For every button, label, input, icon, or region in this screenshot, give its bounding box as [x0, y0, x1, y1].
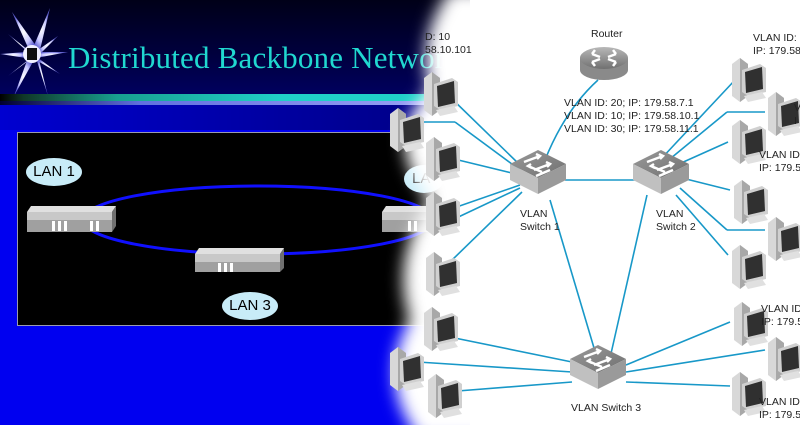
- link-host: [675, 194, 729, 256]
- link-host: [625, 321, 731, 366]
- host-pc-icon: [390, 108, 424, 152]
- link-host: [439, 334, 573, 363]
- host-label-vlan: VLAN ID:: [761, 303, 800, 315]
- host-label-vlan: VLAN ID: 1: [759, 396, 800, 408]
- link-host: [444, 381, 573, 393]
- link-host: [451, 187, 521, 221]
- link-host: [417, 361, 573, 373]
- host-label-ip: IP: 179.58.: [759, 162, 800, 174]
- link-host: [449, 191, 523, 263]
- link-host: [447, 94, 521, 166]
- router-label: Router: [591, 28, 623, 40]
- vlan-links: [417, 79, 766, 393]
- host-label-ip: IP: 179.58.: [759, 409, 800, 421]
- lan-3-label: LAN 3: [222, 292, 278, 320]
- switch-3-label: VLAN Switch 3: [571, 402, 642, 414]
- router-interface-3: VLAN ID: 30; IP: 179.58.11.1: [564, 123, 699, 135]
- link-host: [679, 187, 728, 231]
- backbone-switch-lan1: [27, 206, 116, 232]
- link-host: [659, 79, 736, 161]
- link-host: [625, 381, 731, 387]
- header-rule-lavender: [0, 101, 470, 105]
- link-host: [447, 184, 521, 211]
- host-label-vlan: VLAN ID: 3: [759, 149, 800, 161]
- link-host: [681, 177, 731, 191]
- starburst-logo-icon: [0, 8, 68, 96]
- host-label-ip: IP: 179.58.1: [753, 45, 800, 57]
- switch-2-label-line2: Switch 2: [656, 221, 696, 233]
- slide-panel: Distributed Backbone Network LAN 1 LAN 3: [0, 0, 470, 326]
- host-label-ip: 58.10.101: [425, 44, 472, 56]
- host-label-vlan: D: 10: [425, 31, 451, 43]
- link-switch2-switch3: [609, 194, 648, 359]
- host-label-ip: IP: 179.58: [761, 316, 800, 328]
- lan-1-label: LAN 1: [26, 158, 82, 186]
- router-interface-2: VLAN ID: 10; IP: 179.58.10.1: [564, 110, 700, 122]
- host-label-vlan: V: [794, 102, 800, 114]
- host-label-ip: I: [794, 115, 797, 127]
- switch-2-label-line1: VLAN: [656, 208, 684, 220]
- link-host: [664, 111, 728, 164]
- link-host: [625, 349, 766, 373]
- link-switch1-switch3: [549, 199, 598, 359]
- switch-1-label-line1: VLAN: [520, 208, 548, 220]
- switch-1-label-line2: Switch 1: [520, 221, 560, 233]
- link-host: [449, 157, 521, 176]
- host-label-vlan: VLAN ID: 10: [753, 32, 800, 44]
- header-rule-teal: [0, 94, 470, 101]
- host-pc-icon: [768, 217, 800, 261]
- slide-header: Distributed Backbone Network: [0, 0, 470, 96]
- host-pc-icon: [768, 337, 800, 381]
- backbone-switch-lan3: [195, 248, 284, 272]
- slide-title: Distributed Backbone Network: [68, 40, 462, 75]
- link-router-switch1: [544, 79, 599, 161]
- router-interface-1: VLAN ID: 20; IP: 179.58.7.1: [564, 97, 694, 109]
- router-icon: [580, 47, 628, 80]
- link-host: [454, 121, 521, 171]
